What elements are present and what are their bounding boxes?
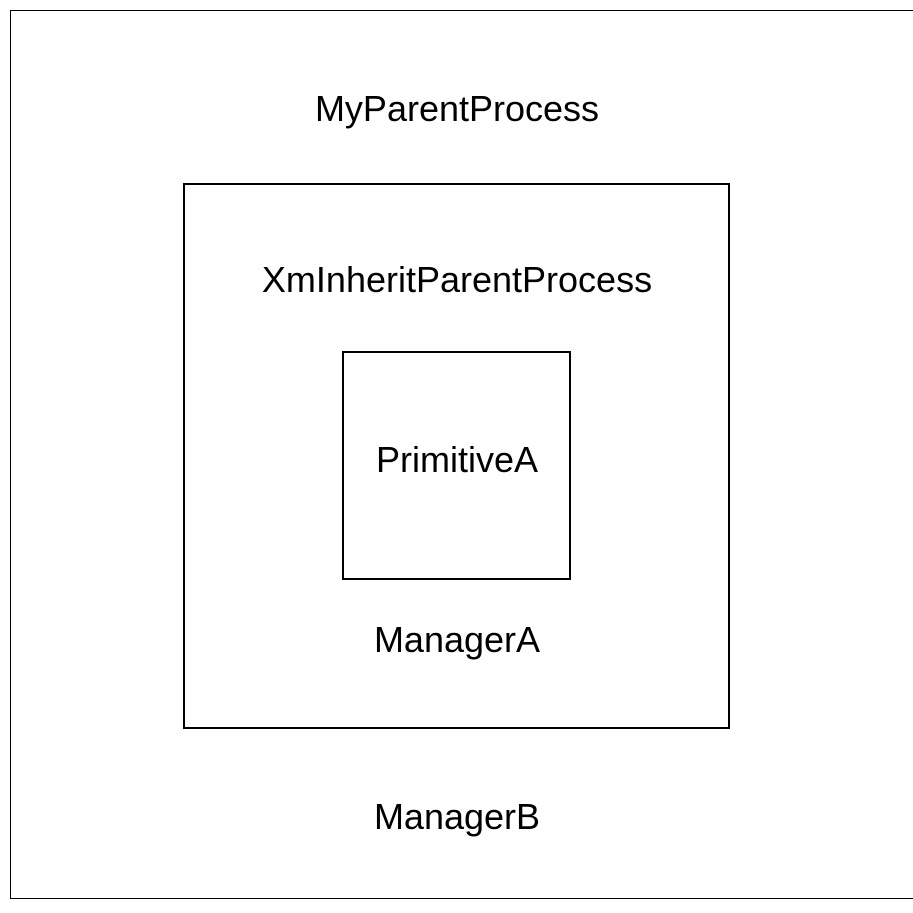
parent-process-label: MyParentProcess (314, 88, 600, 129)
primitive-label: PrimitiveA (375, 439, 539, 480)
manager-a-label: ManagerA (373, 619, 541, 660)
manager-b-label: ManagerB (373, 796, 541, 837)
inherit-parent-process-label: XmInheritParentProcess (261, 259, 653, 300)
inherit-parent-process-box (183, 183, 730, 729)
primitive-box (342, 351, 571, 580)
outer-frame (10, 10, 913, 899)
